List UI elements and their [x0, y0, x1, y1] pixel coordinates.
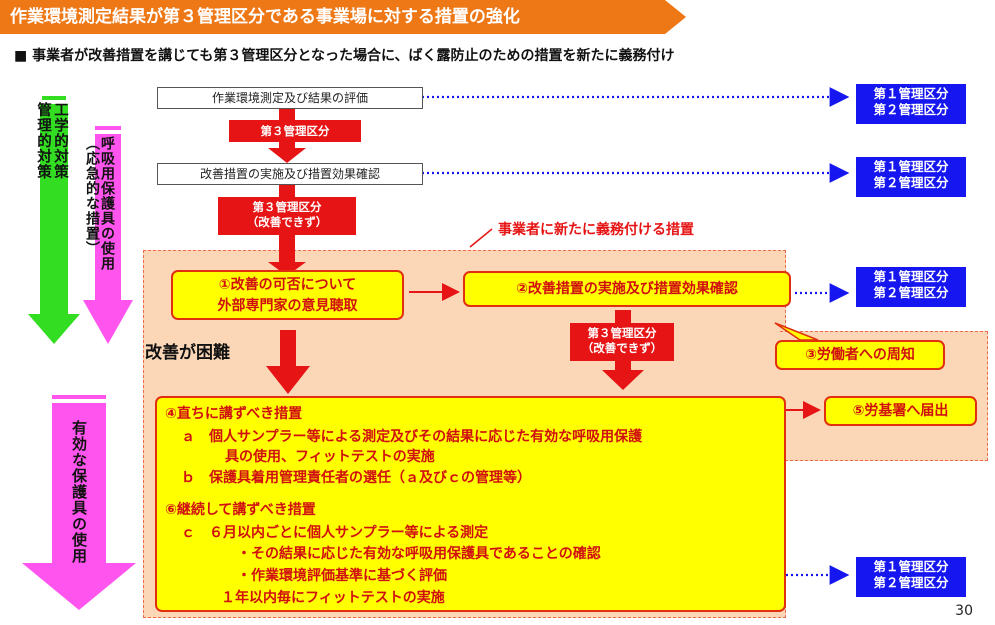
- engineering-arrow: [28, 96, 80, 344]
- measure-c-line4: １年以内毎にフィットテストの実施: [221, 590, 445, 606]
- measure-a-line1: ａ 個人サンプラー等による測定及びその結果に応じた有効な呼吸用保護: [181, 429, 643, 445]
- continuous-measures-title: ⑥継続して講ずべき措置: [165, 502, 316, 518]
- measurement-evaluation-box: 作業環境測定及び結果の評価: [157, 87, 423, 109]
- improvement-difficult-label: 改善が困難: [145, 343, 230, 363]
- class3-label-3: 第３管理区分 （改善できず）: [570, 323, 674, 361]
- class12-box-4: 第１管理区分第２管理区分: [856, 557, 966, 597]
- new-duty-pointer: [469, 228, 493, 248]
- down-arrow-3: [266, 330, 310, 394]
- respirator-label: 呼吸用保護具の使用 （応急的な措置）: [84, 136, 115, 271]
- immediate-measures-title: ④直ちに講ずべき措置: [165, 406, 303, 422]
- class3-label-2: 第３管理区分 （改善できず）: [218, 197, 356, 235]
- page-title: 作業環境測定結果が第３管理区分である事業場に対する措置の強化: [0, 0, 686, 34]
- improvement-measure-box: ②改善措置の実施及び措置効果確認: [463, 271, 791, 307]
- page-number: 30: [955, 603, 973, 619]
- measure-c-line1: ｃ ６月以内ごとに個人サンプラー等による測定: [181, 525, 489, 541]
- report-labor-office-box: ⑤労基署へ届出: [824, 396, 977, 426]
- respirator-arrow: [83, 126, 133, 344]
- class12-box-1: 第１管理区分第２管理区分: [856, 84, 966, 124]
- class12-box-3: 第１管理区分第２管理区分: [856, 267, 966, 307]
- effective-ppe-label: 有効な保護具の使用: [70, 420, 88, 564]
- page-subtitle: ■ 事業者が改善措置を講じても第３管理区分となった場合に、ばく露防止のための措置…: [14, 48, 675, 64]
- notify-workers-box: ③労働者への周知: [775, 340, 945, 370]
- measure-b-line: ｂ 保護具着用管理責任者の選任（ａ及びｃの管理等）: [181, 470, 531, 486]
- engineering-label: 工学的対策 管理的対策: [35, 102, 68, 180]
- measure-a-line2: 具の使用、フィットテストの実施: [225, 449, 435, 465]
- notify-callout-tail: [774, 322, 819, 341]
- improvement-check-box: 改善措置の実施及び措置効果確認: [157, 163, 423, 185]
- new-duty-caption: 事業者に新たに義務付ける措置: [498, 222, 694, 238]
- measure-c-line2: ・その結果に応じた有効な呼吸用保護具であることの確認: [237, 546, 601, 562]
- measures-box: ④直ちに講ずべき措置 ａ 個人サンプラー等による測定及びその結果に応じた有効な呼…: [155, 396, 786, 612]
- effective-ppe-arrow: [22, 395, 136, 610]
- measure-c-line3: ・作業環境評価基準に基づく評価: [237, 568, 447, 584]
- expert-opinion-box: ①改善の可否について 外部専門家の意見聴取: [171, 270, 404, 320]
- class12-box-2: 第１管理区分第２管理区分: [856, 157, 966, 197]
- class3-label-1: 第３管理区分: [229, 120, 361, 142]
